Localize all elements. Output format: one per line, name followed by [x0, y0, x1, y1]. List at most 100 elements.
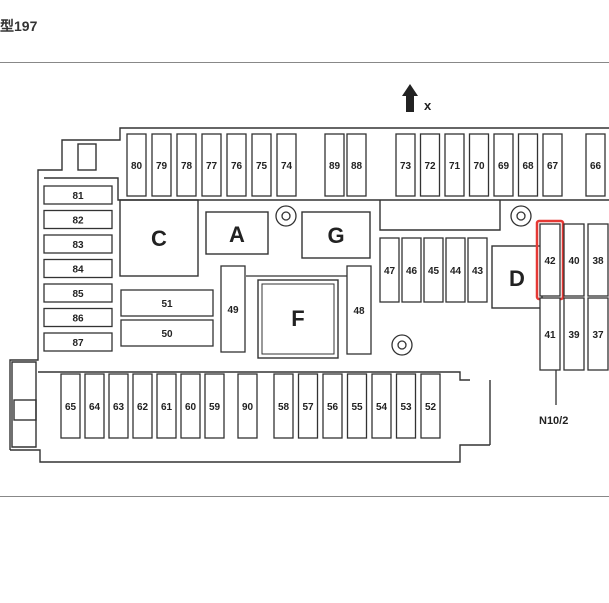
connector-label: N10/2 — [539, 415, 568, 427]
svg-text:64: 64 — [89, 402, 101, 413]
fuse-52: 52 — [420, 373, 441, 439]
fuse-68: 68 — [517, 133, 539, 197]
fuse-63: 63 — [108, 373, 129, 439]
svg-text:74: 74 — [281, 161, 293, 172]
svg-text:60: 60 — [185, 402, 197, 413]
fuse-77: 77 — [201, 133, 222, 197]
svg-text:58: 58 — [278, 402, 290, 413]
svg-text:47: 47 — [384, 266, 396, 277]
svg-text:89: 89 — [329, 161, 341, 172]
fuse-45: 45 — [423, 237, 444, 303]
page-title: 型197 — [0, 18, 38, 34]
svg-text:80: 80 — [131, 161, 143, 172]
fuse-65: 65 — [60, 373, 81, 439]
svg-text:90: 90 — [242, 402, 254, 413]
fuse-76: 76 — [226, 133, 247, 197]
svg-text:59: 59 — [209, 402, 221, 413]
relay-c: C — [119, 199, 199, 277]
fuse-72: 72 — [419, 133, 441, 197]
fuse-43: 43 — [467, 237, 488, 303]
arrow-label: x — [424, 98, 432, 113]
relay-f: F — [257, 279, 339, 359]
svg-text:57: 57 — [302, 402, 314, 413]
svg-text:88: 88 — [351, 161, 363, 172]
relay-a: A — [205, 211, 269, 255]
fuse-69: 69 — [493, 133, 514, 197]
fuse-box-housing — [9, 127, 609, 463]
fuse-85: 85 — [43, 283, 113, 303]
fuse-61: 61 — [156, 373, 177, 439]
fuse-86: 86 — [43, 307, 113, 328]
fuse-59: 59 — [204, 373, 225, 439]
fuse-78: 78 — [176, 133, 197, 197]
fuse-88: 88 — [346, 133, 367, 197]
top-divider — [0, 62, 609, 63]
svg-text:50: 50 — [161, 329, 173, 340]
fuse-80: 80 — [126, 133, 147, 197]
svg-text:65: 65 — [65, 402, 77, 413]
svg-text:38: 38 — [592, 256, 604, 267]
svg-text:43: 43 — [472, 266, 484, 277]
svg-text:72: 72 — [424, 161, 436, 172]
svg-text:77: 77 — [206, 161, 218, 172]
fuse-39: 39 — [563, 297, 585, 371]
fuse-74: 74 — [276, 133, 297, 197]
svg-text:85: 85 — [72, 289, 84, 300]
svg-text:55: 55 — [351, 402, 363, 413]
svg-text:56: 56 — [327, 402, 339, 413]
svg-text:39: 39 — [568, 330, 580, 341]
fuse-64: 64 — [84, 373, 105, 439]
bottom-divider — [0, 496, 609, 497]
fuse-44: 44 — [445, 237, 466, 303]
fuse-50: 50 — [120, 319, 214, 347]
svg-text:67: 67 — [547, 161, 559, 172]
fuse-40: 40 — [563, 223, 585, 297]
svg-text:76: 76 — [231, 161, 243, 172]
relay-d: D — [491, 245, 543, 309]
svg-text:83: 83 — [72, 240, 84, 251]
svg-text:86: 86 — [72, 314, 84, 325]
fuse-81: 81 — [43, 185, 113, 205]
fuse-90: 90 — [237, 373, 258, 439]
fuse-53: 53 — [395, 373, 417, 439]
svg-text:45: 45 — [428, 266, 440, 277]
svg-text:C: C — [151, 226, 167, 251]
fuse-57: 57 — [297, 373, 319, 439]
fuse-84: 84 — [43, 258, 113, 279]
svg-text:78: 78 — [181, 161, 193, 172]
fuse-82: 82 — [43, 209, 113, 230]
fuse-37: 37 — [587, 297, 609, 371]
fuse-89: 89 — [324, 133, 345, 197]
svg-text:F: F — [291, 306, 304, 331]
svg-text:70: 70 — [473, 161, 485, 172]
fuse-67: 67 — [542, 133, 563, 197]
svg-text:44: 44 — [450, 266, 462, 277]
svg-text:40: 40 — [568, 256, 580, 267]
svg-text:G: G — [327, 223, 344, 248]
svg-text:54: 54 — [376, 402, 388, 413]
svg-text:62: 62 — [137, 402, 149, 413]
svg-text:66: 66 — [590, 161, 602, 172]
svg-text:D: D — [509, 266, 525, 291]
fuse-48: 48 — [346, 265, 372, 355]
fuse-87: 87 — [43, 332, 113, 352]
svg-text:49: 49 — [227, 305, 239, 316]
fuse-55: 55 — [346, 373, 368, 439]
svg-text:53: 53 — [400, 402, 412, 413]
svg-text:69: 69 — [498, 161, 510, 172]
svg-text:84: 84 — [72, 265, 84, 276]
svg-text:51: 51 — [161, 299, 173, 310]
fuse-83: 83 — [43, 234, 113, 254]
svg-text:41: 41 — [544, 330, 556, 341]
svg-text:73: 73 — [400, 161, 412, 172]
fuse-62: 62 — [132, 373, 153, 439]
svg-text:82: 82 — [72, 216, 84, 227]
svg-text:79: 79 — [156, 161, 168, 172]
svg-text:75: 75 — [256, 161, 268, 172]
fuse-54: 54 — [371, 373, 392, 439]
svg-text:A: A — [229, 222, 245, 247]
svg-text:68: 68 — [522, 161, 534, 172]
fuse-51: 51 — [120, 289, 214, 317]
fuse-79: 79 — [151, 133, 172, 197]
